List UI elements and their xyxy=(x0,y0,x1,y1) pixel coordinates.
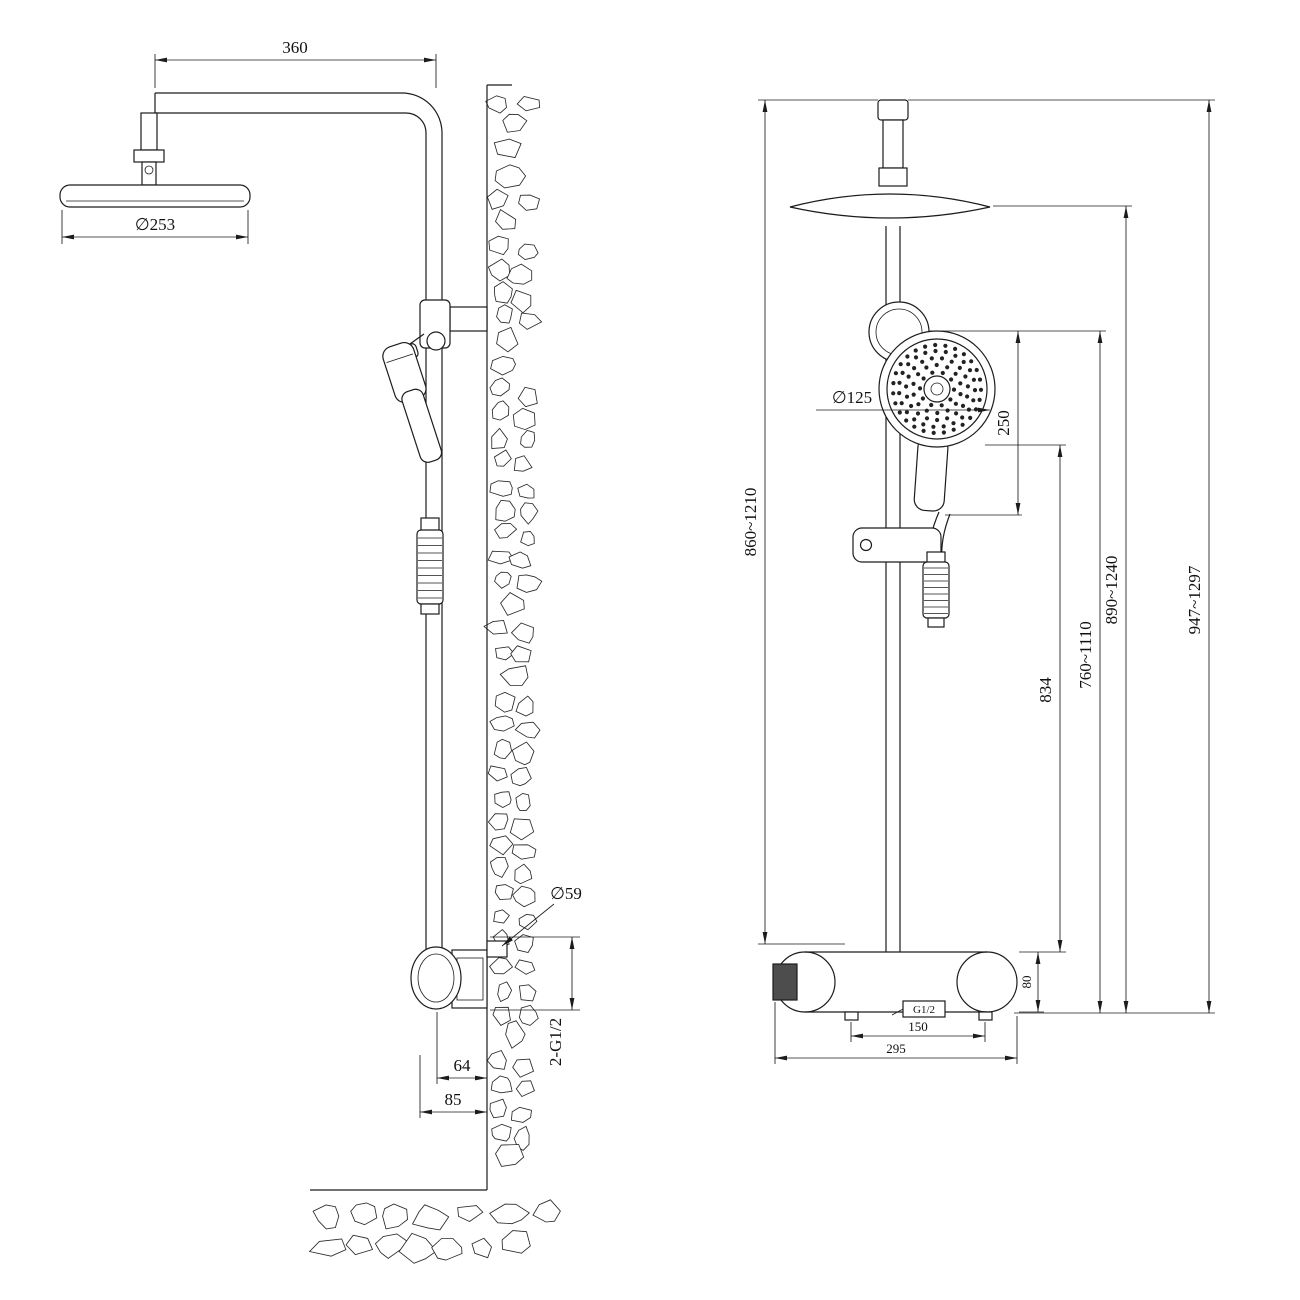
mixer-valve-front xyxy=(772,951,1018,1021)
dim-label-outlet-diameter: ∅59 xyxy=(550,884,582,903)
slide-bracket xyxy=(852,527,942,563)
hose-connector-side xyxy=(416,517,444,615)
shower-arm xyxy=(133,92,443,186)
wall-and-floor-lines xyxy=(310,84,512,1191)
dim-total-height-range: 947~1297 xyxy=(1185,100,1212,1013)
inlet-right xyxy=(978,1011,993,1021)
spray-nozzles xyxy=(891,342,984,435)
dim-label-valve-offset-64: 64 xyxy=(454,1056,472,1075)
front-view: 860~1210 947~1297 890~1240 760~1110 834 … xyxy=(741,99,1215,1064)
hose-ribs-front xyxy=(924,567,948,614)
dim-label-arm-length: 360 xyxy=(282,38,308,57)
hose-ribs-side xyxy=(418,537,442,599)
dim-valve-width: 295 xyxy=(774,1002,1018,1064)
dim-outlet-diameter: ∅59 xyxy=(501,884,582,947)
dim-valve-offset-85: 85 xyxy=(419,1055,487,1118)
label-thread: G1/2 xyxy=(891,1000,946,1018)
dim-connections: 2-G1/2 xyxy=(490,936,580,1066)
dim-label-connections: 2-G1/2 xyxy=(546,1018,565,1066)
rain-head-front xyxy=(789,193,991,219)
dim-fixed-length: 834 xyxy=(985,444,1066,953)
dim-label-inlet-spacing: 150 xyxy=(908,1019,928,1034)
dim-label-hand-diameter: ∅125 xyxy=(832,388,872,407)
side-view: 360 ∅253 ∅59 2-G1/2 64 85 xyxy=(59,38,582,1264)
wall-hatch xyxy=(483,95,543,1167)
dim-label-head-diameter: ∅253 xyxy=(135,215,175,234)
inlet-left xyxy=(844,1011,859,1021)
dim-label-fixed-length: 834 xyxy=(1036,677,1055,703)
dim-hand-diameter: ∅125 xyxy=(816,388,990,413)
ground-hatch xyxy=(308,1199,561,1264)
mixer-valve-side xyxy=(410,940,508,1010)
rain-head-side xyxy=(59,184,251,208)
dim-arm-length: 360 xyxy=(154,38,437,88)
dim-valve-height: 80 xyxy=(1019,952,1044,1013)
riser-pipe-front xyxy=(877,99,909,952)
dim-label-valve-height: 80 xyxy=(1019,976,1034,989)
dim-head-diameter: ∅253 xyxy=(61,210,249,244)
dim-head-height-range: 890~1240 xyxy=(993,205,1132,1013)
dim-label-handle-height-range: 760~1110 xyxy=(1076,621,1095,688)
dim-inlet-spacing: 150 xyxy=(850,1019,986,1042)
dim-label-riser-range: 860~1210 xyxy=(741,488,760,557)
hand-shower-side xyxy=(382,341,443,463)
dim-valve-offset-64: 64 xyxy=(436,1012,487,1084)
hose-connector-front xyxy=(922,551,950,628)
dim-label-valve-width: 295 xyxy=(886,1041,906,1056)
dim-label-valve-offset-85: 85 xyxy=(445,1090,462,1109)
dim-label-head-height-range: 890~1240 xyxy=(1102,556,1121,625)
hand-shower-front xyxy=(878,330,996,512)
thread-label-text: G1/2 xyxy=(913,1004,935,1016)
dim-riser-range: 860~1210 xyxy=(741,100,845,945)
dim-label-hand-length: 250 xyxy=(994,410,1013,436)
dim-handle-height-range: 760~1110 xyxy=(929,330,1106,1013)
temperature-knob xyxy=(772,963,798,1001)
dim-label-total-height-range: 947~1297 xyxy=(1185,565,1204,634)
dim-hand-length: 250 xyxy=(945,331,1022,516)
